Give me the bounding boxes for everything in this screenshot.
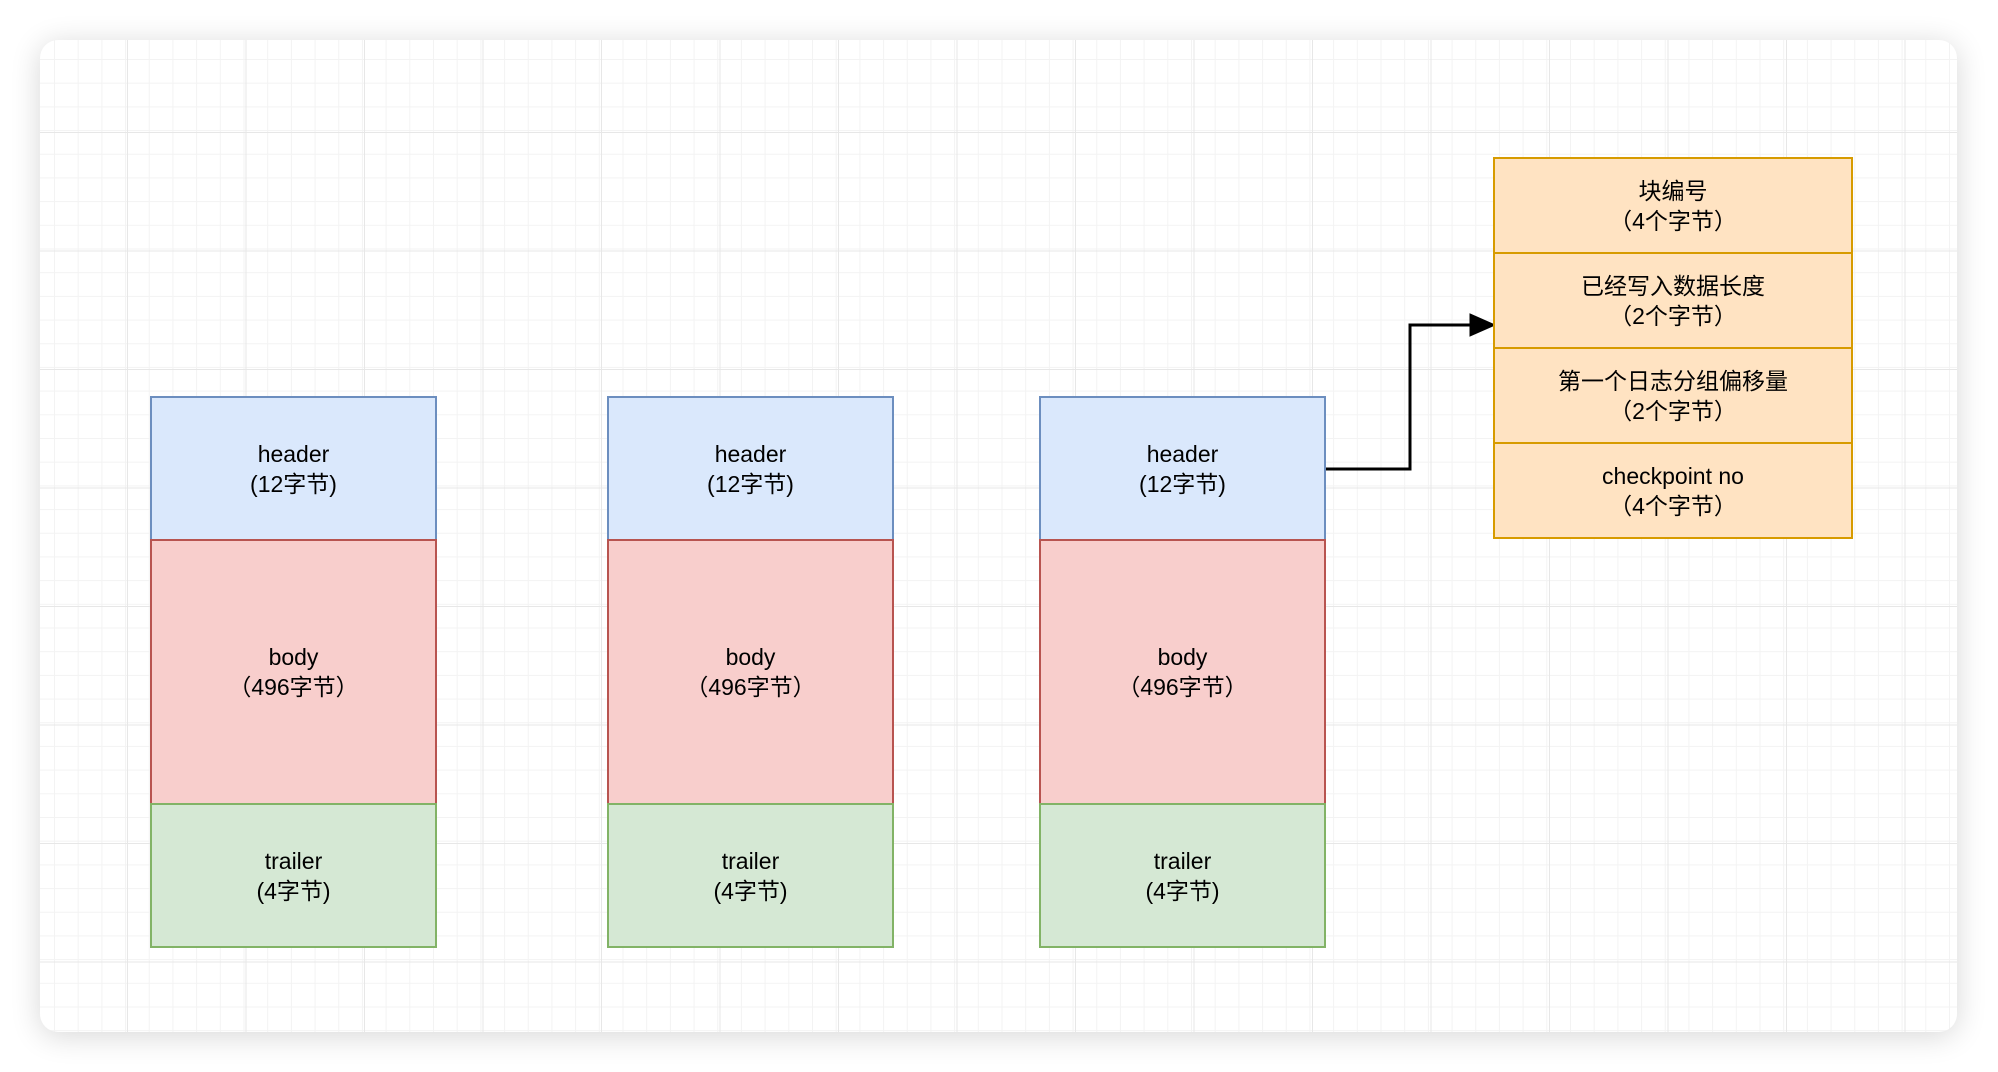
struct-row-first-group-offset: 第一个日志分组偏移量 （2个字节） (1495, 347, 1851, 442)
block2-header-segment: header (12字节) (607, 396, 894, 541)
segment-size: (12字节) (707, 470, 794, 497)
segment-size: （496字节） (1117, 674, 1248, 700)
block2-trailer-segment: trailer (4字节) (607, 803, 894, 948)
segment-size: (12字节) (1139, 470, 1226, 497)
segment-size: (12字节) (250, 470, 337, 497)
struct-row-written-length: 已经写入数据长度 （2个字节） (1495, 252, 1851, 347)
segment-label: trailer (264, 847, 323, 874)
segment-label: trailer (721, 847, 780, 874)
segment-label: header (257, 440, 330, 467)
block3-header-segment: header (12字节) (1039, 396, 1326, 541)
row-size: （4个字节） (1609, 207, 1737, 234)
segment-size: （496字节） (685, 674, 816, 700)
block3-trailer-segment: trailer (4字节) (1039, 803, 1326, 948)
segment-label: trailer (1153, 847, 1212, 874)
block1-body-segment: body （496字节） (150, 539, 437, 805)
struct-row-block-number: 块编号 （4个字节） (1495, 159, 1851, 252)
segment-size: （496字节） (228, 674, 359, 700)
row-size: （4个字节） (1609, 492, 1737, 519)
row-title: 第一个日志分组偏移量 (1558, 367, 1788, 394)
segment-size: (4字节) (256, 877, 331, 904)
segment-size: (4字节) (1145, 877, 1220, 904)
row-size: （2个字节） (1609, 302, 1737, 329)
struct-row-checkpoint-no: checkpoint no （4个字节） (1495, 442, 1851, 537)
block3-body-segment: body （496字节） (1039, 539, 1326, 805)
block2-body-segment: body （496字节） (607, 539, 894, 805)
log-block-2: header (12字节) body （496字节） trailer (4字节) (607, 396, 894, 948)
block1-header-segment: header (12字节) (150, 396, 437, 541)
diagram-canvas: header (12字节) body （496字节） trailer (4字节)… (40, 40, 1957, 1032)
log-block-1: header (12字节) body （496字节） trailer (4字节) (150, 396, 437, 948)
row-title: 已经写入数据长度 (1581, 272, 1765, 299)
row-size: （2个字节） (1609, 397, 1737, 424)
segment-label: header (1146, 440, 1219, 467)
header-detail-struct: 块编号 （4个字节） 已经写入数据长度 （2个字节） 第一个日志分组偏移量 （2… (1493, 157, 1853, 539)
log-block-3: header (12字节) body （496字节） trailer (4字节) (1039, 396, 1326, 948)
row-title: checkpoint no (1602, 462, 1744, 489)
block1-trailer-segment: trailer (4字节) (150, 803, 437, 948)
row-title: 块编号 (1638, 177, 1708, 204)
segment-label: body (725, 644, 776, 670)
segment-label: body (1157, 644, 1208, 670)
segment-size: (4字节) (713, 877, 788, 904)
segment-label: header (714, 440, 787, 467)
segment-label: body (268, 644, 319, 670)
